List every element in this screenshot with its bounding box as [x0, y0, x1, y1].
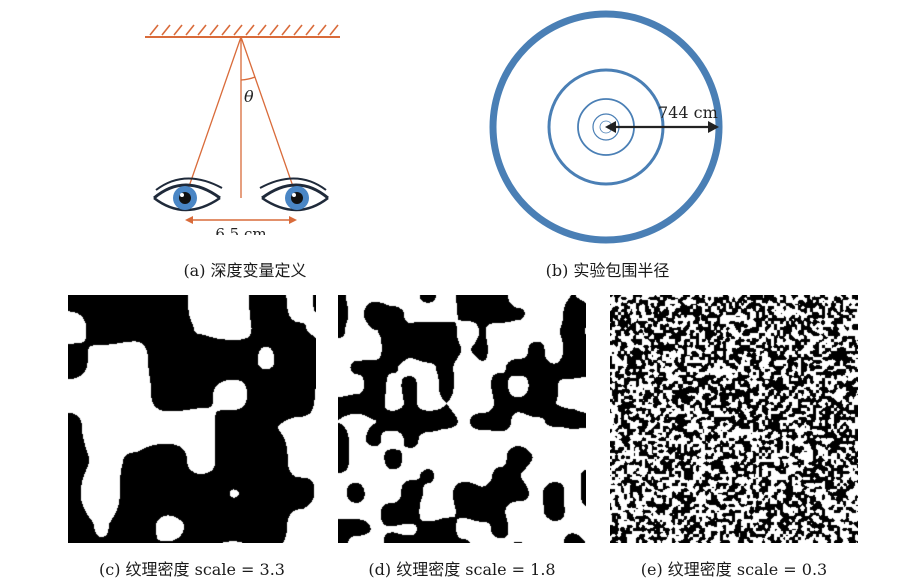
- panel-b-caption: (b) 实验包围半径: [545, 261, 670, 280]
- distance-label: 6.5 cm: [215, 225, 266, 235]
- panel-d-caption: (d) 纹理密度 scale = 1.8: [368, 560, 556, 579]
- panel-a-diagram: θ 6.5 cm: [145, 24, 340, 235]
- panel-a-caption: (a) 深度变量定义: [183, 261, 307, 280]
- angle-label: θ: [244, 87, 254, 106]
- distance-arrow: [185, 216, 297, 224]
- texture-coarse: [68, 295, 316, 543]
- ray-left: [184, 36, 242, 199]
- panel-e-caption: (e) 纹理密度 scale = 0.3: [640, 560, 828, 579]
- ceiling-hatch: [149, 24, 339, 36]
- angle-arc: [240, 76, 256, 81]
- texture-medium: [338, 295, 586, 543]
- ray-right: [240, 36, 298, 199]
- texture-fine: [610, 295, 858, 543]
- panel-c-caption: (c) 纹理密度 scale = 3.3: [99, 560, 285, 579]
- radius-arrow: [605, 121, 719, 133]
- eye-icon: [153, 177, 223, 212]
- radius-label: 744 cm: [658, 103, 718, 122]
- eye-icon: [259, 177, 329, 212]
- panel-b-diagram: 744 cm: [489, 10, 723, 244]
